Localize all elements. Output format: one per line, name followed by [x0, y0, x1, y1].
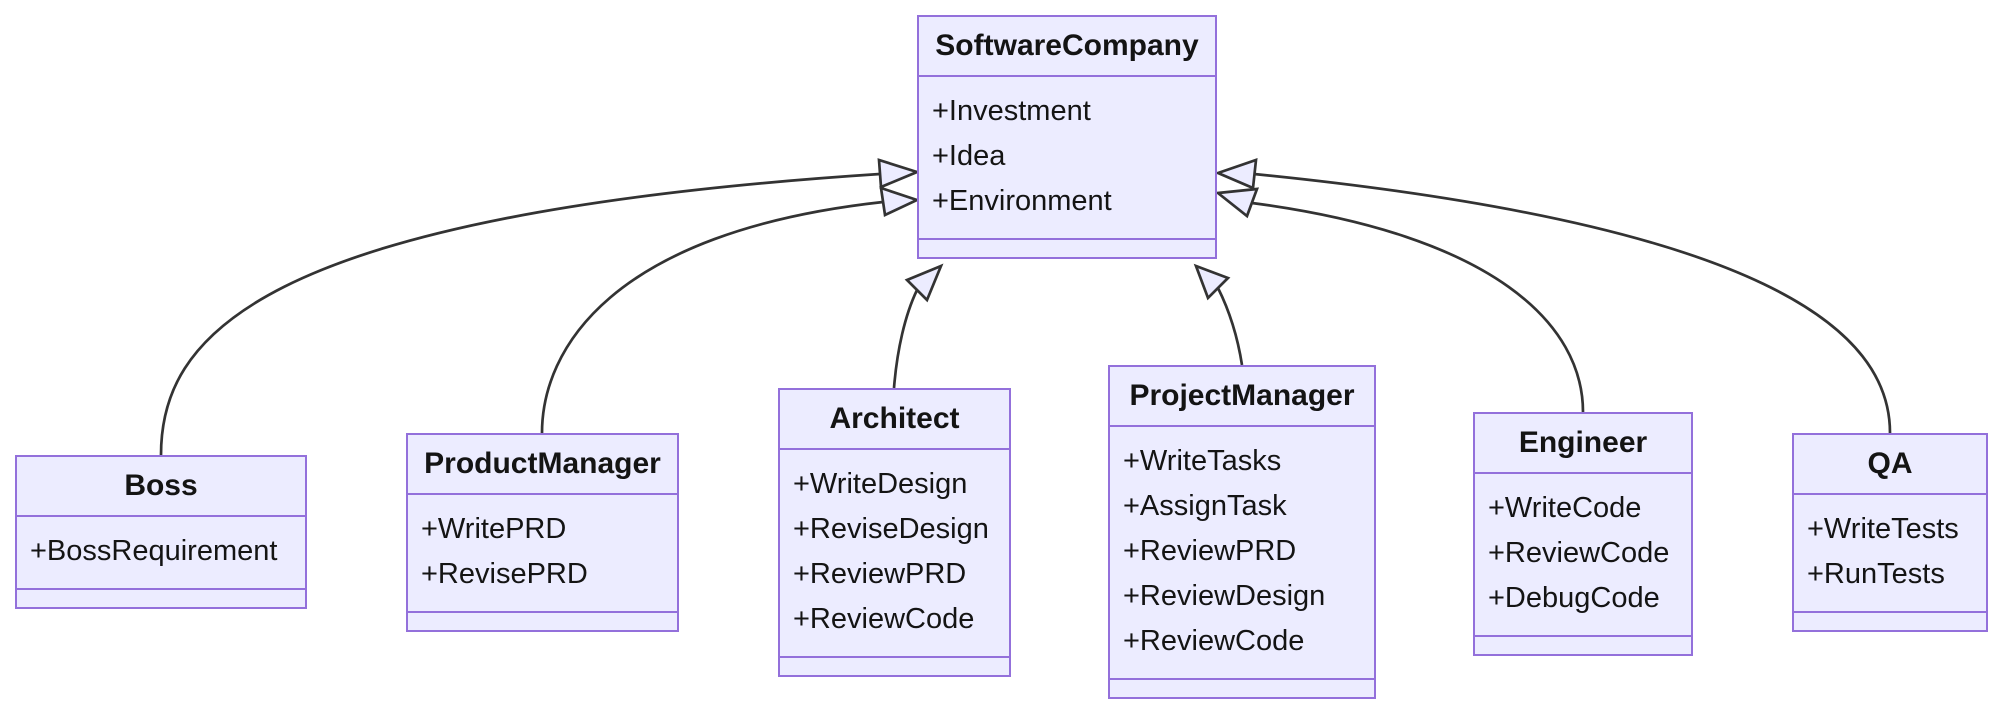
- class-member: +ReviseDesign: [793, 513, 989, 545]
- inheritance-arrowhead-projectmanager: [1193, 263, 1231, 301]
- class-node-engineer[interactable]: Engineer +WriteCode +ReviewCode +DebugCode: [1473, 412, 1693, 656]
- class-member: +ReviewCode: [1123, 625, 1305, 657]
- class-node-architect[interactable]: Architect +WriteDesign +ReviseDesign +Revi…: [778, 388, 1011, 677]
- inheritance-arrowhead-boss: [877, 158, 921, 189]
- class-node-projectmanager[interactable]: ProjectManager +WriteTasks +AssignTask +Re…: [1108, 365, 1376, 699]
- class-members: +WriteTasks +AssignTask +ReviewPRD +ReviewD…: [1110, 427, 1374, 680]
- class-node-productmanager[interactable]: ProductManager +WritePRD +RevisePRD: [406, 433, 679, 632]
- class-empty-methods-section: [919, 240, 1215, 257]
- class-member: +Environment: [932, 185, 1112, 217]
- edge-projectmanager-softwarecompany: [1216, 287, 1244, 366]
- class-title: Engineer: [1475, 414, 1691, 474]
- class-node-boss[interactable]: Boss +BossRequirement: [15, 455, 307, 609]
- class-title: ProductManager: [408, 435, 677, 495]
- class-member: +RunTests: [1807, 558, 1945, 590]
- class-member: +ReviewPRD: [1123, 535, 1297, 567]
- edge-qa-softwarecompany: [1253, 172, 1892, 434]
- class-title: QA: [1794, 435, 1986, 495]
- class-empty-methods-section: [1794, 613, 1986, 630]
- class-member: +BossRequirement: [30, 535, 278, 567]
- class-title: ProjectManager: [1110, 367, 1374, 427]
- class-members: +BossRequirement: [17, 517, 305, 590]
- class-node-qa[interactable]: QA +WriteTests +RunTests: [1792, 433, 1988, 632]
- class-node-softwarecompany[interactable]: SoftwareCompany +Investment +Idea +Environ…: [917, 15, 1217, 259]
- class-member: +ReviewCode: [1488, 537, 1670, 569]
- inheritance-arrowhead-architect: [904, 263, 944, 303]
- inheritance-arrowhead-qa: [1214, 158, 1258, 190]
- class-member: +RevisePRD: [421, 558, 588, 590]
- class-member: +AssignTask: [1123, 490, 1287, 522]
- class-member: +ReviewPRD: [793, 558, 967, 590]
- class-member: +WriteTests: [1807, 513, 1959, 545]
- class-member: +WriteDesign: [793, 468, 968, 500]
- edge-boss-softwarecompany: [159, 172, 881, 456]
- edge-productmanager-softwarecompany: [540, 200, 884, 434]
- inheritance-arrowhead-engineer: [1214, 187, 1260, 219]
- class-title: SoftwareCompany: [919, 17, 1215, 77]
- class-member: +ReviewCode: [793, 603, 975, 635]
- class-empty-methods-section: [408, 613, 677, 630]
- edge-architect-softwarecompany: [892, 289, 919, 389]
- class-members: +Investment +Idea +Environment: [919, 77, 1215, 240]
- class-member: +Idea: [932, 140, 1006, 172]
- class-member: +DebugCode: [1488, 582, 1660, 614]
- class-member: +WritePRD: [421, 513, 567, 545]
- class-member: +ReviewDesign: [1123, 580, 1326, 612]
- class-members: +WritePRD +RevisePRD: [408, 495, 677, 613]
- class-empty-methods-section: [1475, 637, 1691, 654]
- class-members: +WriteTests +RunTests: [1794, 495, 1986, 613]
- inheritance-arrowhead-productmanager: [879, 186, 921, 217]
- edge-engineer-softwarecompany: [1251, 201, 1585, 413]
- class-member: +WriteTasks: [1123, 445, 1282, 477]
- class-members: +WriteDesign +ReviseDesign +ReviewPRD +Revi…: [780, 450, 1009, 658]
- class-member: +WriteCode: [1488, 492, 1642, 524]
- class-empty-methods-section: [1110, 680, 1374, 697]
- class-empty-methods-section: [17, 590, 305, 607]
- class-members: +WriteCode +ReviewCode +DebugCode: [1475, 474, 1691, 637]
- class-title: Boss: [17, 457, 305, 517]
- class-empty-methods-section: [780, 658, 1009, 675]
- class-member: +Investment: [932, 95, 1091, 127]
- class-title: Architect: [780, 390, 1009, 450]
